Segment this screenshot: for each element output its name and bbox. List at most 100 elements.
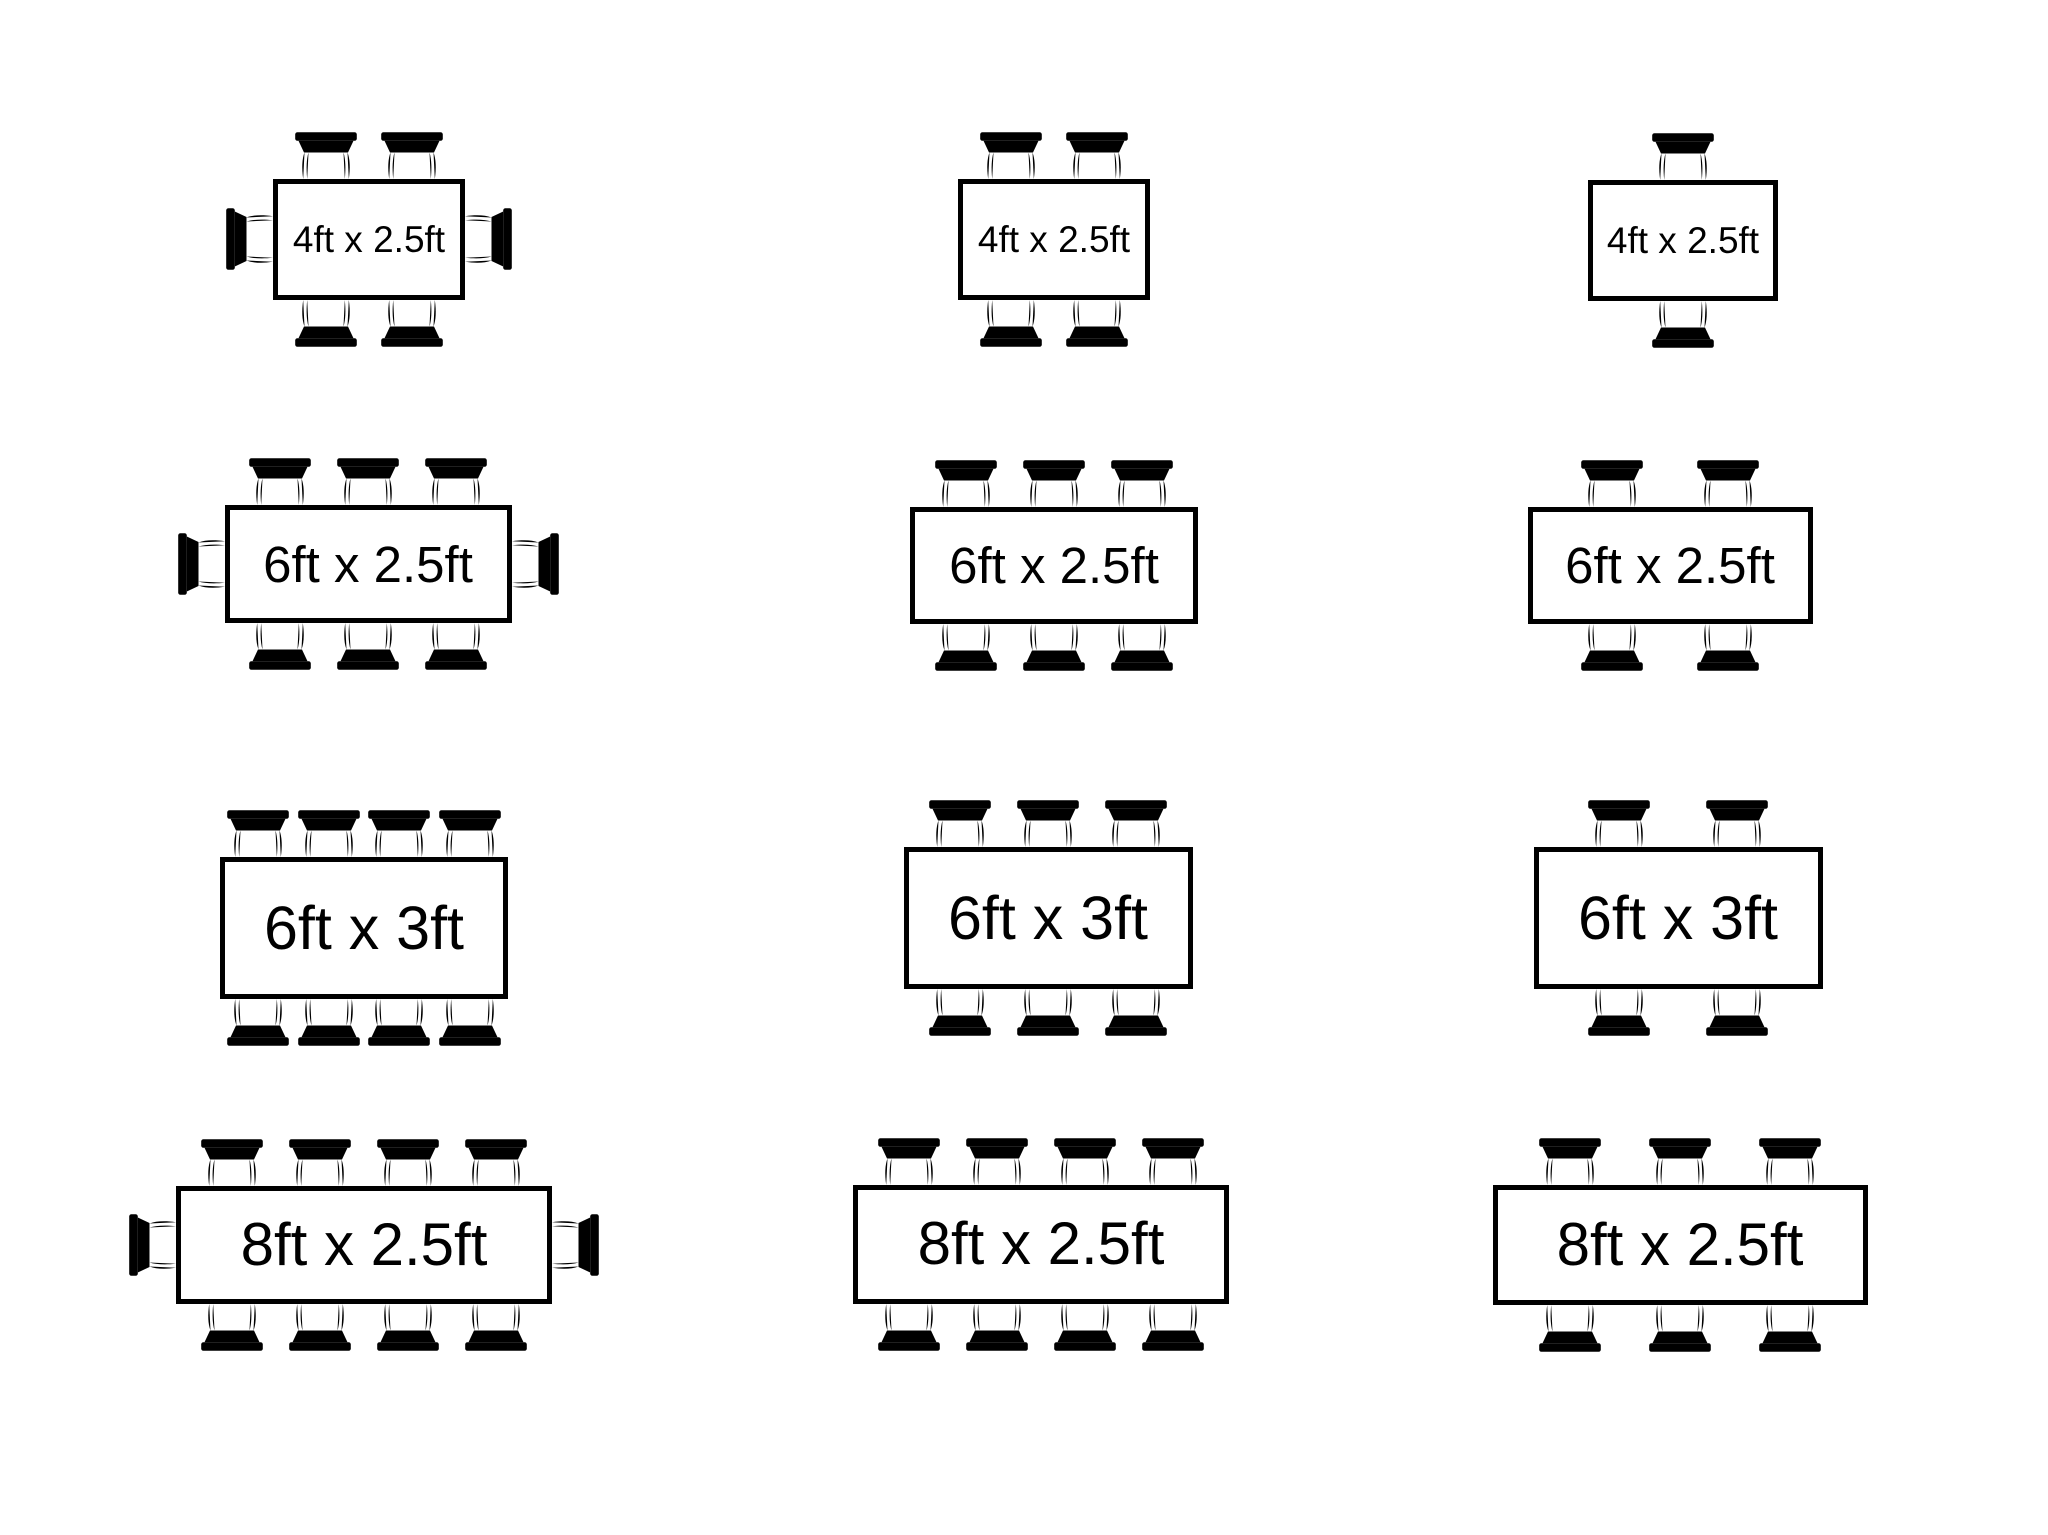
chair-icon — [368, 810, 430, 857]
left-chair-zone — [856, 886, 904, 950]
bottom-chair-row — [910, 623, 1198, 672]
chair-icon — [980, 299, 1043, 347]
chair-icon — [465, 208, 512, 270]
chair-icon — [1017, 989, 1079, 1036]
chair-icon — [928, 800, 991, 847]
table-size-label: 6ft x 3ft — [947, 883, 1149, 952]
right-chair-zone — [511, 532, 560, 596]
right-chair-zone — [552, 1213, 600, 1277]
bottom-chair-row — [225, 623, 512, 671]
chair-icon — [380, 131, 443, 179]
table: 4ft x 2.5ft — [1588, 179, 1778, 301]
chair-icon — [1758, 1305, 1821, 1352]
left-chair-zone — [862, 533, 910, 597]
chair-icon — [227, 810, 290, 857]
bottom-chair-row — [1534, 989, 1823, 1037]
table: 8ft x 2.5ft — [853, 1184, 1229, 1304]
bottom-chair-row — [853, 1303, 1229, 1352]
chair-icon — [368, 999, 430, 1046]
left-chair-zone — [172, 896, 220, 960]
left-chair-zone — [225, 207, 273, 271]
top-chair-row — [904, 799, 1193, 847]
chair-icon — [249, 623, 312, 670]
chair-icon — [1142, 1303, 1204, 1351]
chair-icon — [465, 1304, 527, 1351]
top-chair-row — [220, 809, 508, 857]
top-chair-row — [1493, 1137, 1868, 1185]
table-figure: 4ft x 2.5ft — [910, 131, 1198, 348]
left-chair-zone — [128, 1213, 176, 1277]
table: 6ft x 3ft — [903, 847, 1193, 989]
chair-icon — [249, 458, 312, 505]
table-size-label: 8ft x 2.5ft — [1556, 1211, 1804, 1278]
chair-icon — [227, 999, 290, 1046]
right-chair-zone — [1813, 533, 1861, 597]
chair-icon — [928, 989, 991, 1036]
chair-icon — [980, 131, 1043, 179]
chair-icon — [1652, 132, 1714, 180]
table-size-label: 6ft x 3ft — [263, 893, 465, 962]
right-chair-zone — [1778, 208, 1826, 272]
table-figure: 8ft x 2.5ft — [805, 1137, 1277, 1352]
top-chair-row — [225, 457, 512, 505]
table-size-label: 6ft x 2.5ft — [1565, 536, 1775, 594]
chair-icon — [1017, 800, 1079, 847]
chair-icon — [1706, 800, 1768, 847]
chair-icon — [552, 1214, 599, 1276]
table-size-label: 6ft x 2.5ft — [263, 535, 473, 593]
chair-icon — [438, 810, 501, 857]
table-figure: 4ft x 2.5ft — [1540, 132, 1826, 349]
chair-icon — [226, 208, 273, 270]
chair-icon — [129, 1214, 176, 1276]
chair-icon — [1054, 1303, 1116, 1351]
chair-icon — [1065, 131, 1128, 179]
chair-icon — [1697, 459, 1759, 507]
top-chair-row — [1534, 799, 1823, 847]
left-chair-zone — [177, 532, 225, 596]
chair-icon — [1697, 623, 1759, 671]
chair-icon — [935, 459, 997, 507]
chair-icon — [438, 999, 501, 1046]
chair-icon — [1105, 800, 1168, 847]
chair-icon — [337, 458, 399, 505]
chair-icon — [1649, 1138, 1711, 1185]
table: 8ft x 2.5ft — [1492, 1185, 1868, 1305]
bottom-chair-row — [958, 299, 1150, 348]
table-figure: 6ft x 3ft — [172, 809, 556, 1047]
right-chair-zone — [1193, 886, 1241, 950]
chair-icon — [424, 623, 487, 670]
chair-icon — [1065, 299, 1128, 347]
chair-icon — [1581, 623, 1643, 671]
chair-icon — [295, 299, 358, 347]
chair-icon — [878, 1303, 940, 1351]
chair-icon — [966, 1303, 1028, 1351]
chair-icon — [1539, 1138, 1602, 1185]
chair-icon — [878, 1137, 940, 1185]
bottom-chair-row — [904, 989, 1193, 1037]
table-figure: 6ft x 3ft — [856, 799, 1241, 1037]
bottom-chair-row — [273, 299, 465, 348]
table: 6ft x 3ft — [1533, 847, 1823, 989]
chair-icon — [289, 1304, 351, 1351]
table-size-label: 6ft x 3ft — [1577, 883, 1779, 952]
chair-icon — [1054, 1137, 1116, 1185]
chair-icon — [297, 810, 360, 857]
chair-icon — [511, 533, 559, 595]
table: 6ft x 2.5ft — [1527, 506, 1813, 624]
table-figure: 6ft x 2.5ft — [862, 459, 1246, 672]
table-figure: 6ft x 2.5ft — [177, 457, 560, 671]
chair-icon — [1111, 623, 1173, 671]
chair-icon — [424, 458, 487, 505]
chair-icon — [1105, 989, 1168, 1036]
chair-icon — [1588, 989, 1650, 1036]
right-chair-zone — [508, 896, 556, 960]
chair-icon — [377, 1304, 439, 1351]
table: 8ft x 2.5ft — [176, 1186, 552, 1304]
table-size-label: 8ft x 2.5ft — [917, 1210, 1165, 1277]
chair-icon — [1023, 623, 1085, 671]
bottom-chair-row — [1493, 1305, 1868, 1353]
table: 6ft x 2.5ft — [224, 505, 512, 623]
right-chair-zone — [465, 207, 513, 271]
bottom-chair-row — [1588, 300, 1778, 349]
table-size-label: 4ft x 2.5ft — [292, 218, 446, 260]
